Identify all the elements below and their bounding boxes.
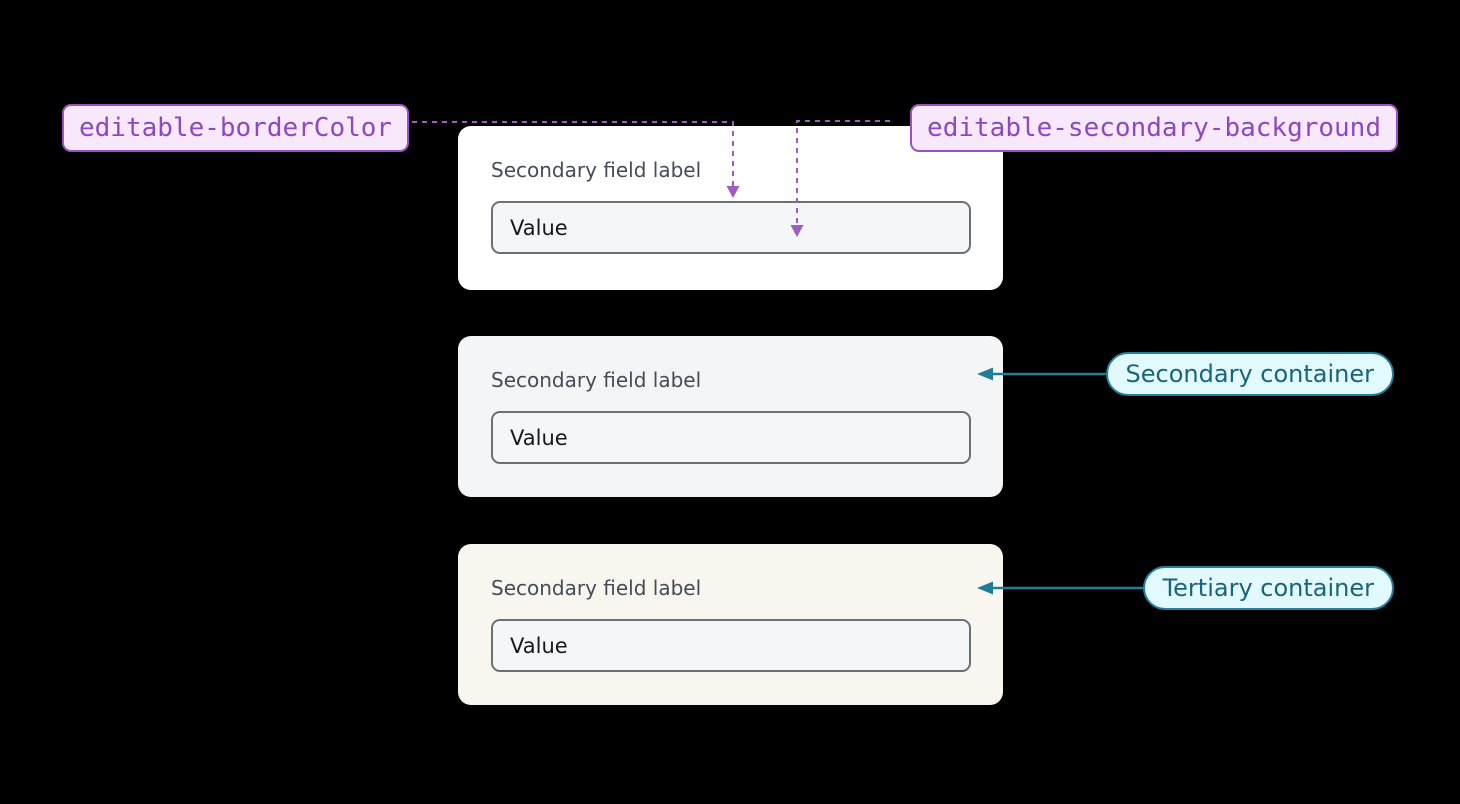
annotation-badge-tertiary-label: Tertiary container <box>1162 574 1374 602</box>
value-input[interactable] <box>491 201 971 254</box>
value-input[interactable] <box>491 411 971 464</box>
field-label: Secondary field label <box>491 368 702 392</box>
value-input[interactable] <box>491 619 971 672</box>
field-label: Secondary field label <box>491 158 702 182</box>
annotation-badge-tertiary-container: Tertiary container <box>1142 566 1394 610</box>
card-tertiary-container: Secondary field label <box>458 544 1003 705</box>
card-secondary-container: Secondary field label <box>458 336 1003 497</box>
annotation-badge-secondary-label: Secondary container <box>1125 360 1374 388</box>
field-label: Secondary field label <box>491 576 702 600</box>
token-badge-secondary-background-label: editable-secondary-background <box>927 113 1381 143</box>
annotation-badge-secondary-container: Secondary container <box>1105 352 1394 396</box>
token-badge-border-color: editable-borderColor <box>62 104 410 152</box>
token-badge-secondary-background: editable-secondary-background <box>910 104 1398 152</box>
token-badge-border-color-label: editable-borderColor <box>79 113 393 143</box>
